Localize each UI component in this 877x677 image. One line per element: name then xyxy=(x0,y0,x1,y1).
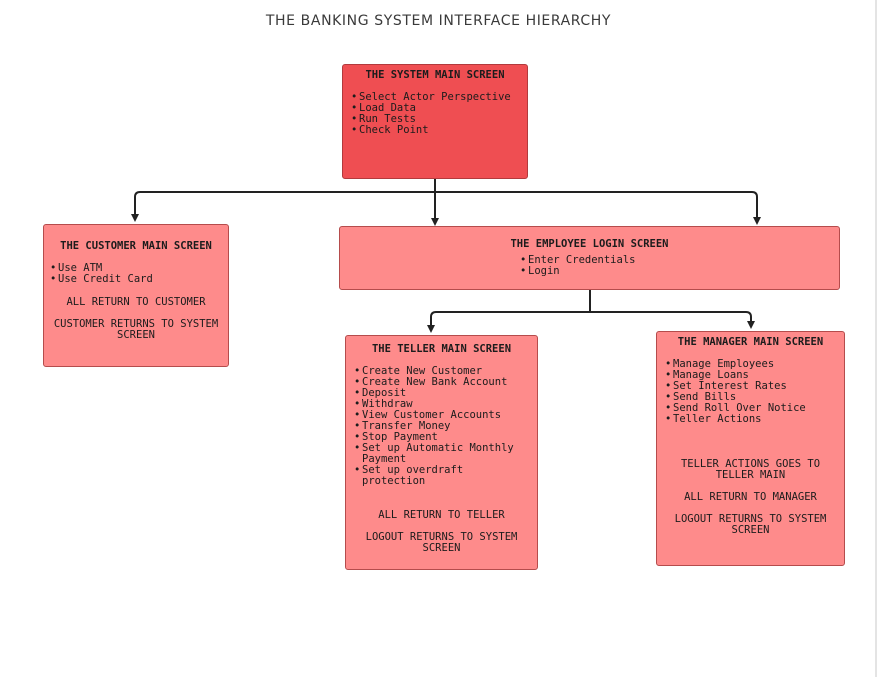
employee-login-screen-title: THE EMPLOYEE LOGIN SCREEN xyxy=(510,238,669,250)
teller-main-screen-box: THE TELLER MAIN SCREEN Create New Custom… xyxy=(345,335,538,570)
manager-item-list: Manage Employees Manage Loans Set Intere… xyxy=(665,359,836,426)
employee-item: Enter Credentials xyxy=(520,255,839,267)
customer-main-screen-box: THE CUSTOMER MAIN SCREEN Use ATM Use Cre… xyxy=(43,224,229,367)
employee-item-list: Enter Credentials Login xyxy=(520,255,839,278)
customer-item: Use Credit Card xyxy=(50,274,222,286)
system-main-screen-box: THE SYSTEM MAIN SCREEN Select Actor Pers… xyxy=(342,64,528,179)
system-item: Run Tests xyxy=(351,114,519,126)
teller-item: Create New Customer xyxy=(354,366,529,378)
system-item: Select Actor Perspective xyxy=(351,92,519,104)
system-item: Load Data xyxy=(351,103,519,115)
manager-item: Send Bills xyxy=(665,392,836,404)
teller-item: Deposit xyxy=(354,388,529,400)
connector-system-to-customer xyxy=(131,191,435,222)
manager-main-screen-box: THE MANAGER MAIN SCREEN Manage Employees… xyxy=(656,331,845,566)
connector-employee-to-teller xyxy=(427,311,590,333)
teller-item: Set up Automatic Monthly Payment xyxy=(354,443,529,465)
connector-employee-to-manager xyxy=(590,311,755,329)
manager-note-return: ALL RETURN TO MANAGER xyxy=(684,491,817,503)
manager-item: Teller Actions xyxy=(665,414,836,426)
teller-item: Transfer Money xyxy=(354,421,529,433)
system-main-screen-title: THE SYSTEM MAIN SCREEN xyxy=(365,69,505,81)
teller-item: Set up overdraft protection xyxy=(354,465,529,487)
teller-item-list: Create New Customer Create New Bank Acco… xyxy=(354,366,529,487)
customer-item: Use ATM xyxy=(50,263,222,275)
teller-item: Withdraw xyxy=(354,399,529,411)
customer-main-screen-title: THE CUSTOMER MAIN SCREEN xyxy=(60,240,212,252)
customer-note-return: ALL RETURN TO CUSTOMER xyxy=(66,296,206,308)
manager-item: Manage Loans xyxy=(665,370,836,382)
manager-item: Set Interest Rates xyxy=(665,381,836,393)
teller-item: Create New Bank Account xyxy=(354,377,529,389)
teller-note-logout: LOGOUT RETURNS TO SYSTEM SCREEN xyxy=(365,531,518,554)
customer-item-list: Use ATM Use Credit Card xyxy=(50,263,222,286)
manager-note-logout: LOGOUT RETURNS TO SYSTEM SCREEN xyxy=(674,513,827,536)
system-item: Check Point xyxy=(351,125,519,137)
teller-note-return: ALL RETURN TO TELLER xyxy=(378,509,505,521)
manager-note-teller-actions: TELLER ACTIONS GOES TO TELLER MAIN xyxy=(680,458,821,481)
teller-item: Stop Payment xyxy=(354,432,529,444)
teller-main-screen-title: THE TELLER MAIN SCREEN xyxy=(371,343,512,355)
system-item-list: Select Actor Perspective Load Data Run T… xyxy=(351,92,519,137)
diagram-title: THE BANKING SYSTEM INTERFACE HIERARCHY xyxy=(265,13,612,29)
manager-item: Send Roll Over Notice xyxy=(665,403,836,415)
canvas-edge xyxy=(875,0,877,677)
customer-note-system: CUSTOMER RETURNS TO SYSTEM SCREEN xyxy=(53,318,219,341)
employee-login-screen-box: THE EMPLOYEE LOGIN SCREEN Enter Credenti… xyxy=(339,226,840,290)
teller-item: View Customer Accounts xyxy=(354,410,529,422)
manager-main-screen-title: THE MANAGER MAIN SCREEN xyxy=(677,336,824,348)
employee-item: Login xyxy=(520,266,839,278)
connector-system-to-manager-level xyxy=(435,191,761,225)
manager-item: Manage Employees xyxy=(665,359,836,371)
